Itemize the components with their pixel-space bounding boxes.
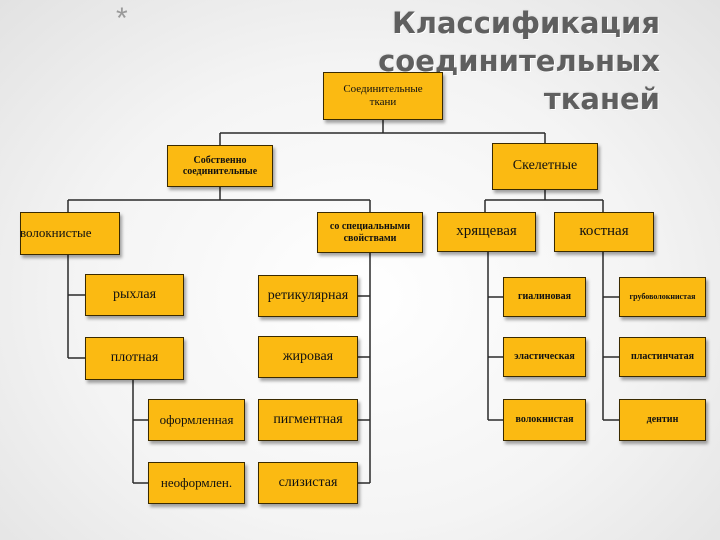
title-line-2: тканей — [543, 82, 660, 116]
node-dense: плотная — [85, 337, 184, 380]
node-connective-tissues-line1: Соединительные — [343, 83, 423, 96]
node-fibrous: волокнистые — [20, 212, 120, 255]
node-hyaline: гиалиновая — [503, 277, 586, 317]
node-formed-label: оформленная — [159, 411, 234, 427]
node-fibrous-label: волокнистые — [20, 225, 92, 241]
node-pigment: пигментная — [258, 399, 358, 441]
node-adipose-label: жировая — [282, 348, 334, 364]
node-dentin-label: дентин — [646, 414, 679, 426]
title-star: * — [116, 2, 128, 35]
node-mucous-label: слизистая — [278, 474, 338, 490]
node-dentin: дентин — [619, 399, 706, 441]
node-skeletal-label: Скелетные — [512, 158, 578, 174]
node-reticular-label: ретикулярная — [267, 287, 349, 303]
node-lamellar: пластинчатая — [619, 337, 706, 377]
node-connective-proper-line2: соединительные — [182, 166, 258, 177]
node-connective-tissues-line2: ткани — [369, 96, 397, 108]
node-mucous: слизистая — [258, 462, 358, 504]
node-special-properties-line1: со специальными — [329, 221, 411, 232]
node-lamellar-label: пластинчатая — [630, 351, 695, 363]
node-cartilage: хрящевая — [437, 212, 536, 252]
node-elastic: эластическая — [503, 337, 586, 377]
node-cartilage-label: хрящевая — [456, 223, 517, 240]
node-bone-label: костная — [579, 223, 629, 240]
node-bone: костная — [554, 212, 654, 252]
node-loose-label: рыхлая — [112, 286, 157, 302]
node-adipose: жировая — [258, 336, 358, 378]
node-unformed: неоформлен. — [148, 462, 245, 504]
node-formed: оформленная — [148, 399, 245, 441]
node-skeletal: Скелетные — [492, 143, 598, 190]
node-fibrous-cartilage: волокнистая — [503, 399, 586, 441]
node-special-properties: со специальными свойствами — [317, 212, 423, 253]
node-reticular: ретикулярная — [258, 275, 358, 317]
node-dense-label: плотная — [110, 350, 159, 366]
node-hyaline-label: гиалиновая — [517, 291, 572, 303]
node-coarse-fibrous: грубоволокнистая — [619, 277, 706, 317]
node-special-properties-line2: свойствами — [343, 232, 397, 244]
node-coarse-fibrous-label: грубоволокнистая — [629, 292, 696, 302]
node-connective-tissues: Соединительные ткани — [323, 72, 443, 120]
node-connective-proper-line1: Собственно — [193, 154, 247, 166]
node-loose: рыхлая — [85, 274, 184, 316]
node-elastic-label: эластическая — [514, 351, 575, 363]
node-unformed-label: неоформлен. — [160, 474, 233, 490]
node-fibrous-cartilage-label: волокнистая — [515, 414, 574, 426]
node-pigment-label: пигментная — [273, 411, 343, 427]
node-connective-proper: Собственно соединительные — [167, 145, 273, 187]
